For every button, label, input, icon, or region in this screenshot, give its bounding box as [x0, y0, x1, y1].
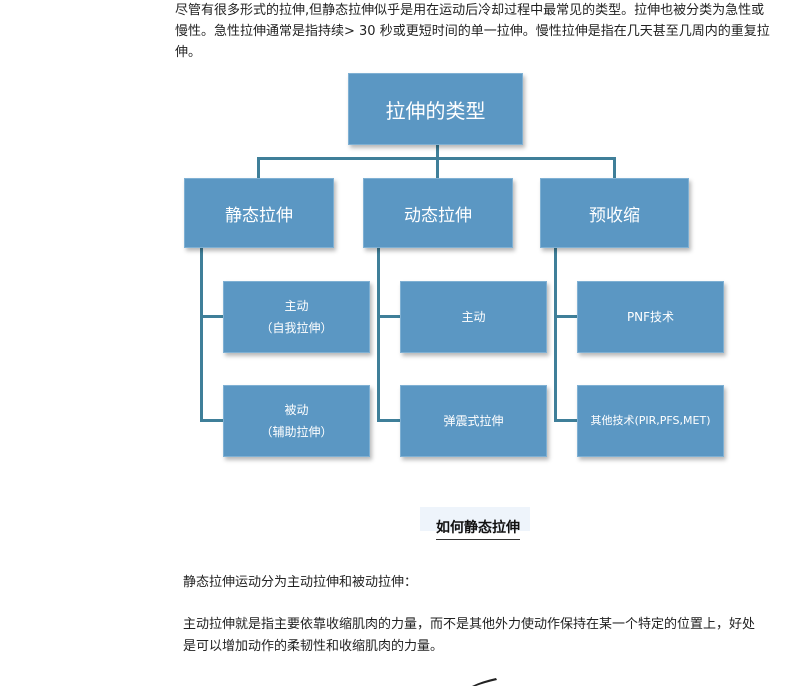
connector: [554, 315, 578, 318]
stretch-types-diagram: 拉伸的类型 静态拉伸 动态拉伸 预收缩 主动 （自我拉伸） 被动 （辅助拉伸） …: [184, 73, 724, 457]
node-line: （辅助拉伸）: [260, 425, 333, 439]
connector: [257, 157, 260, 178]
node-dynamic-active: 主动: [400, 281, 547, 353]
category-static-stretch: 静态拉伸: [184, 178, 334, 248]
connector: [613, 157, 616, 178]
intro-paragraph: 尽管有很多形式的拉伸,但静态拉伸似乎是用在运动后冷却过程中最常见的类型。拉伸也被…: [175, 3, 770, 60]
node-static-passive: 被动 （辅助拉伸）: [223, 385, 370, 457]
node-line: 弹震式拉伸: [443, 414, 504, 428]
node-line: （自我拉伸）: [260, 321, 333, 335]
node-ballistic-stretch: 弹震式拉伸: [400, 385, 547, 457]
category-pre-contraction: 预收缩: [540, 178, 689, 248]
node-static-active: 主动 （自我拉伸）: [223, 281, 370, 353]
node-other-techniques: 其他技术(PIR,PFS,MET): [577, 385, 724, 457]
connector: [436, 157, 439, 178]
node-line: 主动: [461, 310, 486, 324]
body-paragraph: 静态拉伸运动分为主动拉伸和被动拉伸：: [183, 575, 418, 590]
category-dynamic-stretch: 动态拉伸: [363, 178, 513, 248]
node-line: 其他技术(PIR,PFS,MET): [590, 414, 711, 427]
body-paragraph: 主动拉伸就是指主要依靠收缩肌肉的力量，而不是其他外力使动作保持在某一个特定的位置…: [183, 617, 756, 654]
connector: [377, 315, 401, 318]
brush-stroke-decoration: [472, 678, 497, 686]
node-pnf: PNF技术: [577, 281, 724, 353]
connector: [554, 419, 578, 422]
node-line: PNF技术: [626, 310, 675, 324]
caption-highlight: [420, 507, 530, 541]
connector: [377, 248, 380, 421]
section-caption: 如何静态拉伸: [436, 517, 520, 540]
node-line: 主动: [284, 299, 309, 313]
diagram-root-node: 拉伸的类型: [348, 73, 523, 145]
node-line: 被动: [284, 403, 309, 417]
connector: [554, 248, 557, 421]
connector: [200, 419, 224, 422]
connector: [436, 145, 439, 159]
connector: [377, 419, 401, 422]
connector: [200, 315, 224, 318]
connector: [200, 248, 203, 421]
